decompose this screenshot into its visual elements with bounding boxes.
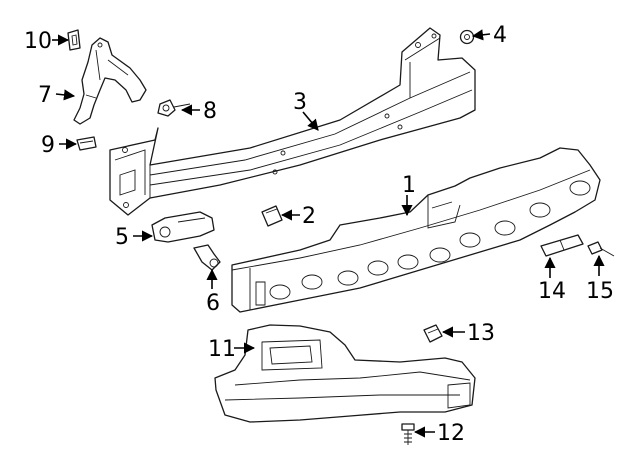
callout-3: 3 [293, 90, 307, 115]
part-9-retainer[interactable] [76, 136, 97, 151]
part-14-clip[interactable] [540, 234, 584, 257]
callout-10: 10 [24, 29, 52, 54]
callout-5: 5 [115, 225, 129, 250]
callout-4: 4 [493, 23, 507, 48]
callout-9: 9 [41, 133, 55, 158]
part-15-push-pin[interactable] [587, 241, 615, 257]
part-4-nut[interactable] [459, 29, 475, 45]
callout-11: 11 [208, 337, 236, 362]
part-6-bolt[interactable] [193, 244, 221, 271]
part-2-clip[interactable] [261, 205, 283, 227]
part-11-lower-absorber[interactable] [214, 324, 476, 423]
callout-1: 1 [402, 173, 416, 198]
part-12-screw[interactable] [401, 423, 415, 445]
part-1-energy-absorber[interactable] [231, 147, 601, 313]
callout-15: 15 [586, 279, 614, 304]
part-13-clip[interactable] [423, 324, 443, 343]
callout-6: 6 [206, 291, 220, 316]
callout-8: 8 [203, 99, 217, 124]
callout-7: 7 [38, 83, 52, 108]
callout-13: 13 [467, 321, 495, 346]
callout-12: 12 [437, 421, 465, 446]
part-5-bracket[interactable] [151, 211, 215, 243]
leader-lines [52, 29, 605, 438]
part-7-bracket[interactable] [73, 37, 147, 125]
part-3-reinforcement-beam[interactable] [109, 27, 476, 216]
part-10-nut-clip[interactable] [67, 29, 81, 51]
part-8-bolt[interactable] [157, 99, 191, 117]
callout-14: 14 [538, 279, 566, 304]
callout-2: 2 [302, 204, 316, 229]
